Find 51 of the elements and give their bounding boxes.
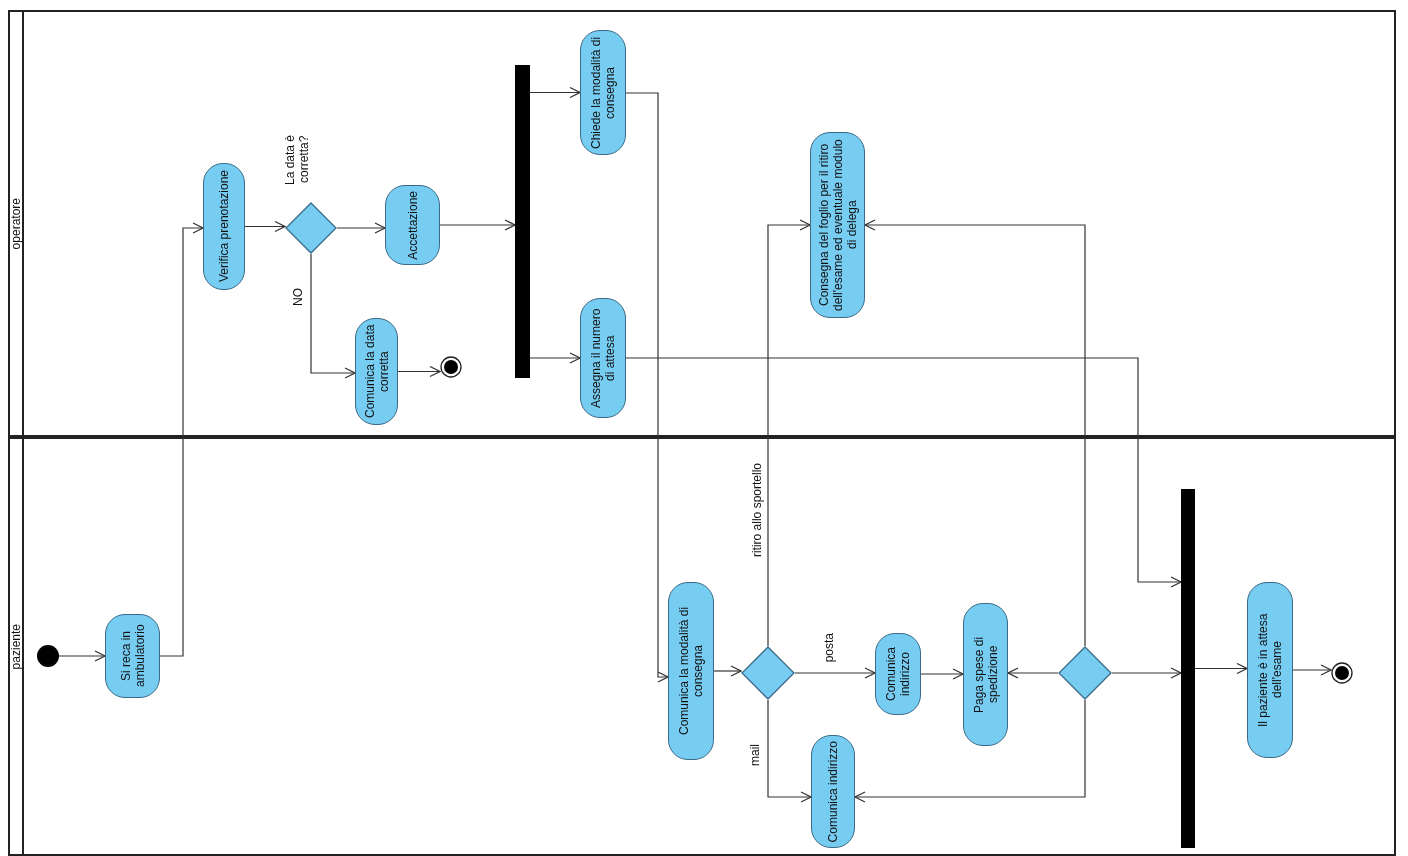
arrow: [336, 222, 386, 234]
arrow: [713, 665, 742, 677]
arrow: [1292, 664, 1332, 676]
arrow: [244, 220, 286, 233]
arrow: [625, 92, 669, 683]
arrow: [1007, 667, 1059, 679]
edge-label: ritiro allo sportello: [750, 461, 764, 558]
action-node: Paga spese di spedizione: [963, 603, 1008, 746]
action-node: Consegna del foglio per il ritiro dell'esame ed eventuale modulo di delega: [810, 132, 865, 318]
arrow: [529, 86, 581, 99]
lane-label: operatore: [9, 197, 23, 250]
arrow: [58, 650, 106, 662]
arrow: [920, 668, 964, 680]
edge-label: posta: [822, 632, 836, 664]
arrow: [159, 222, 204, 657]
action-node: Verifica prenotazione: [203, 163, 245, 290]
final-node: [1331, 662, 1353, 684]
arrow: [1111, 667, 1182, 679]
action-node: Si reca in ambulatorio: [105, 614, 160, 698]
lane-label: paziente: [9, 623, 23, 670]
edge-label: mail: [748, 743, 762, 767]
decision-diamond: [285, 202, 337, 254]
arrow: [625, 357, 1182, 588]
swimlane: [8, 437, 1396, 856]
arrow: [397, 365, 441, 378]
decision-diamond: [1058, 646, 1112, 700]
action-node: Comunica la modalità di consegna: [668, 582, 714, 760]
arrow: [310, 253, 356, 379]
initial-node: [37, 645, 59, 667]
arrow: [767, 219, 811, 647]
action-node: Comunica indirizzo: [811, 735, 855, 848]
arrow: [794, 667, 876, 679]
action-node: Chiede la modalità di consegna: [580, 30, 626, 155]
action-node: Assegna il numero di attesa: [580, 298, 626, 418]
action-node: Comunica indirizzo: [875, 633, 921, 715]
action-node: Accettazione: [385, 185, 440, 265]
arrow: [767, 699, 812, 803]
fork-bar: [515, 65, 530, 378]
final-node: [440, 356, 462, 378]
arrow: [1194, 662, 1248, 675]
decision-diamond: [741, 646, 795, 700]
fork-bar: [1181, 489, 1195, 848]
swimlane: [8, 10, 1396, 437]
arrow: [529, 352, 581, 364]
arrow: [439, 219, 516, 231]
arrow: [864, 219, 1086, 647]
action-node: Il paziente è in attesa dell'esame: [1247, 582, 1293, 758]
decision-label: La data è corretta?: [283, 133, 311, 187]
action-node: Comunica la data corretta: [355, 318, 398, 425]
arrow: [854, 699, 1086, 803]
edge-label: NO: [291, 287, 305, 307]
